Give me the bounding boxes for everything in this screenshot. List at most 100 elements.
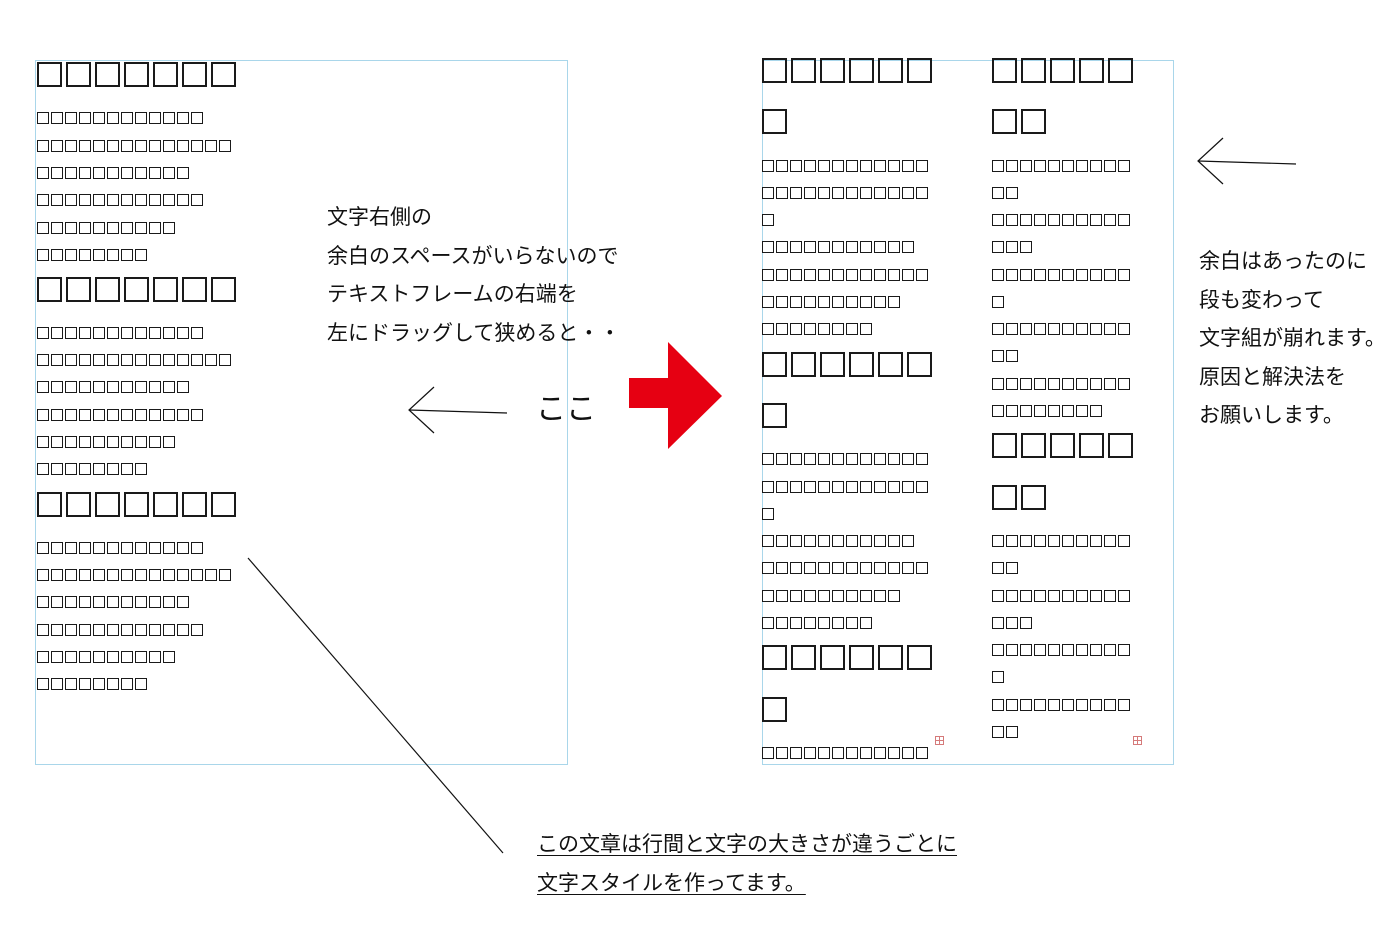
missing-glyph-box (121, 112, 133, 124)
missing-glyph-box (95, 492, 120, 517)
missing-glyph-box (191, 569, 203, 581)
left-text-frame[interactable] (35, 60, 568, 765)
missing-glyph-box (79, 678, 91, 690)
missing-glyph-box (37, 596, 49, 608)
missing-glyph-box (219, 140, 231, 152)
missing-glyph-box (107, 167, 119, 179)
missing-glyph-box (121, 542, 133, 554)
missing-glyph-box (149, 167, 161, 179)
missing-glyph-box (163, 140, 175, 152)
missing-glyph-box (124, 492, 149, 517)
missing-glyph-box (37, 678, 49, 690)
missing-glyph-box (1118, 160, 1130, 172)
missing-glyph-box (121, 194, 133, 206)
missing-glyph-box (37, 492, 62, 517)
missing-glyph-box (135, 140, 147, 152)
missing-glyph-box (804, 453, 816, 465)
missing-glyph-box (902, 562, 914, 574)
missing-glyph-box (191, 354, 203, 366)
missing-glyph-box (1006, 590, 1018, 602)
missing-glyph-box (79, 140, 91, 152)
missing-glyph-box (1079, 58, 1104, 83)
missing-glyph-box (878, 352, 903, 377)
missing-glyph-box (790, 481, 802, 493)
missing-glyph-box (860, 323, 872, 335)
missing-glyph-box (907, 645, 932, 670)
missing-glyph-box (37, 327, 49, 339)
missing-glyph-box (121, 678, 133, 690)
missing-glyph-box (66, 62, 91, 87)
missing-glyph-box (1048, 378, 1060, 390)
missing-glyph-box (888, 241, 900, 253)
missing-glyph-box (832, 269, 844, 281)
missing-glyph-box (846, 187, 858, 199)
missing-glyph-box (153, 62, 178, 87)
missing-glyph-box (121, 409, 133, 421)
missing-glyph-box (182, 62, 207, 87)
missing-glyph-box (1021, 58, 1046, 83)
missing-glyph-box (1050, 433, 1075, 458)
missing-glyph-box (888, 453, 900, 465)
missing-glyph-box (791, 58, 816, 83)
missing-glyph-box (804, 296, 816, 308)
missing-glyph-box (1048, 323, 1060, 335)
missing-glyph-box (762, 508, 774, 520)
missing-glyph-box (191, 624, 203, 636)
missing-glyph-box (149, 542, 161, 554)
overset-text-marker-icon[interactable] (935, 736, 944, 745)
missing-glyph-box (37, 62, 62, 87)
missing-glyph-box (1020, 699, 1032, 711)
missing-glyph-box (37, 409, 49, 421)
missing-glyph-box (1062, 699, 1074, 711)
missing-glyph-box (1050, 58, 1075, 83)
missing-glyph-box (93, 463, 105, 475)
missing-glyph-box (121, 222, 133, 234)
missing-glyph-box (790, 323, 802, 335)
missing-glyph-box (79, 327, 91, 339)
missing-glyph-box (135, 327, 147, 339)
result-note-line: 文字組が崩れます。 (1199, 326, 1386, 350)
missing-glyph-box (804, 747, 816, 759)
missing-glyph-box (776, 160, 788, 172)
style-note[interactable]: この文章は行間と文字の大きさが違うごとに 文字スタイルを作ってます。 (537, 826, 957, 903)
missing-glyph-box (107, 569, 119, 581)
missing-glyph-box (1006, 269, 1018, 281)
missing-glyph-box (177, 354, 189, 366)
missing-glyph-box (1048, 590, 1060, 602)
missing-glyph-box (37, 140, 49, 152)
missing-glyph-box (93, 624, 105, 636)
missing-glyph-box (107, 463, 119, 475)
missing-glyph-box (992, 617, 1004, 629)
missing-glyph-box (762, 590, 774, 602)
missing-glyph-box (818, 160, 830, 172)
missing-glyph-box (51, 596, 63, 608)
missing-glyph-box (992, 378, 1004, 390)
missing-glyph-box (878, 58, 903, 83)
missing-glyph-box (762, 160, 774, 172)
missing-glyph-box (874, 241, 886, 253)
missing-glyph-box (51, 436, 63, 448)
missing-glyph-box (1006, 562, 1018, 574)
missing-glyph-box (177, 596, 189, 608)
pointer-line (247, 557, 504, 854)
missing-glyph-box (860, 241, 872, 253)
missing-glyph-box (776, 187, 788, 199)
missing-glyph-box (51, 112, 63, 124)
missing-glyph-box (790, 453, 802, 465)
missing-glyph-box (902, 160, 914, 172)
missing-glyph-box (790, 562, 802, 574)
missing-glyph-box (776, 562, 788, 574)
missing-glyph-box (832, 187, 844, 199)
missing-glyph-box (1118, 269, 1130, 281)
missing-glyph-box (818, 617, 830, 629)
missing-glyph-box (93, 436, 105, 448)
missing-glyph-box (888, 562, 900, 574)
missing-glyph-box (992, 269, 1004, 281)
missing-glyph-box (93, 381, 105, 393)
missing-glyph-box (177, 569, 189, 581)
missing-glyph-box (93, 596, 105, 608)
missing-glyph-box (121, 569, 133, 581)
missing-glyph-box (776, 296, 788, 308)
missing-glyph-box (1006, 617, 1018, 629)
overset-text-marker-icon[interactable] (1133, 736, 1142, 745)
